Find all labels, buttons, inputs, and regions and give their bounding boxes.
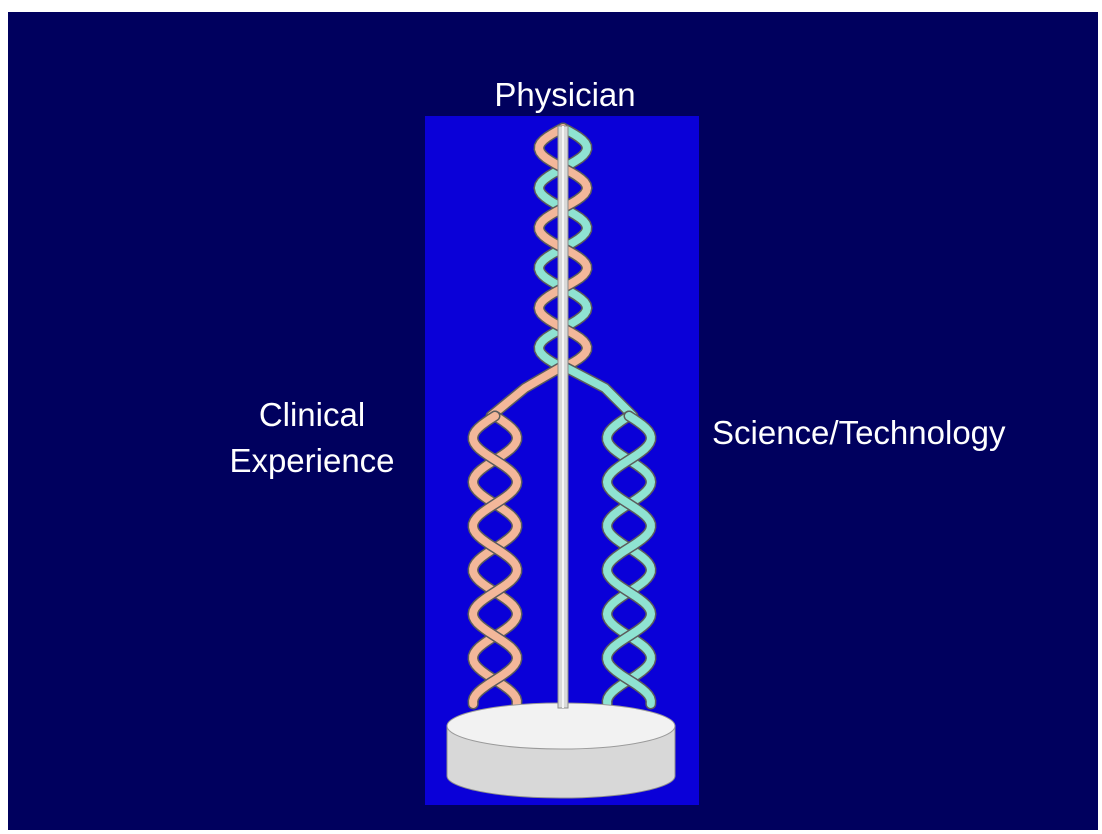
base-cylinder xyxy=(447,703,675,798)
double-helix-illustration xyxy=(425,116,699,805)
clinical-experience-label: Clinical Experience xyxy=(212,392,412,484)
central-rod xyxy=(558,126,568,708)
physician-label: Physician xyxy=(0,72,1102,118)
science-technology-label: Science/Technology xyxy=(712,410,1006,456)
